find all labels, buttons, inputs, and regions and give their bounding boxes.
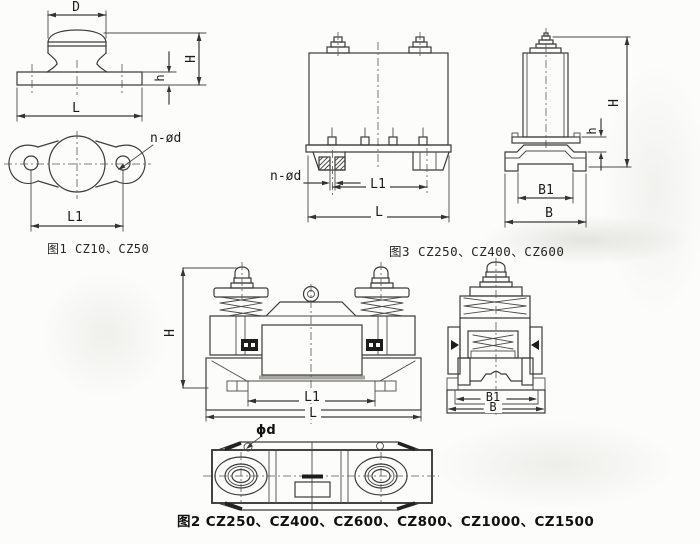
fig1-label-L1: L1	[67, 210, 83, 225]
fig2-label-H: H	[163, 329, 178, 337]
fig2-side-view: B1 B	[446, 258, 546, 416]
fig2-topview-centerlines	[203, 442, 439, 510]
fig3-column	[522, 47, 569, 138]
fig2-dim-B: B	[448, 400, 544, 414]
fig1-dim-L: L	[16, 87, 143, 122]
fig2-front-view: H L1 L	[163, 262, 422, 424]
fig3-dim-L1: L1	[331, 177, 428, 192]
fig1-top-view: n-ød L1	[4, 131, 181, 232]
fig1-dim-h: h	[153, 51, 172, 105]
fig3-dim-n-od: n-ød	[270, 169, 361, 186]
fig3-base-flange	[305, 144, 452, 153]
fig1-label-holes: n-ød	[150, 131, 181, 146]
fig3-caption: 图3 CZ250、CZ400、CZ600	[389, 244, 565, 259]
fig1-base-plate	[16, 32, 207, 86]
fig1-caption: 图1 CZ10、CZ50	[47, 242, 150, 256]
fig3-dim-h: h	[581, 118, 607, 171]
fig3-left-foot-section	[312, 151, 346, 191]
fig3-label-L1: L1	[370, 177, 386, 192]
fig1-mounting-holes	[23, 155, 131, 171]
fig1-side-view: D H h L	[16, 0, 207, 122]
fig2-label-L1: L1	[304, 390, 320, 405]
fig2-center-mass	[259, 324, 365, 380]
fig2-label-hole: ϕd	[256, 423, 276, 438]
fig2-dim-H: H	[163, 267, 237, 389]
fig2-left-spring-assembly	[213, 262, 269, 317]
fig1-dim-D: D	[47, 0, 107, 39]
fig1-label-L: L	[72, 101, 80, 116]
fig2-spring-housing	[459, 295, 531, 359]
fig2-dim-B1: B1	[456, 390, 537, 404]
fig3-dim-H: H	[552, 36, 632, 168]
fig2-caption: 图2 CZ250、CZ400、CZ600、CZ800、CZ1000、CZ1500	[177, 514, 595, 530]
fig3-label-L: L	[375, 205, 383, 220]
fig2-shadow-strip	[259, 375, 365, 380]
fig2-leader-phi-d: ϕd	[246, 423, 276, 449]
fig3-right-foot	[412, 151, 450, 171]
fig1-dim-H: H	[184, 32, 202, 86]
fig3-label-h: h	[585, 127, 599, 134]
fig3-dim-L: L	[307, 155, 450, 223]
fig2-side-wings	[447, 326, 543, 375]
fig3-top-bolts	[326, 32, 432, 58]
fig2-nameplate	[294, 481, 331, 498]
fig1-label-h: h	[153, 74, 167, 81]
fig1-dim-L1: L1	[30, 170, 124, 232]
fig1-top-centerlines	[4, 131, 151, 199]
fig3-hole-centerlines	[332, 148, 428, 196]
fig1-rubber-dome	[46, 29, 108, 73]
fig2-side-clamps	[241, 339, 383, 351]
fig3-front-view: n-ød L1 L	[270, 32, 452, 223]
fig2-dim-L1: L1	[247, 390, 376, 407]
fig3-label-H: H	[607, 99, 622, 107]
fig2-top-view: ϕd	[203, 423, 439, 511]
fig3-flange-studs	[327, 127, 428, 146]
fig3-side-base	[504, 144, 587, 172]
fig3-body-box	[308, 52, 449, 146]
fig1-leader-n-od: n-ød	[118, 131, 181, 170]
fig2-topview-outline	[211, 441, 433, 511]
fig2-dim-L: L	[205, 406, 422, 422]
fig2-right-spring-assembly	[354, 262, 410, 317]
fig1-centerlines	[31, 60, 123, 95]
fig3-dim-B1: B1	[517, 172, 574, 204]
fig3-side-view: H h B1	[504, 28, 632, 228]
fig2-label-B1: B1	[486, 390, 500, 404]
fig3-dim-B: B	[504, 173, 587, 228]
fig3-label-holes: n-ød	[270, 169, 301, 184]
fig3-side-flange	[511, 132, 581, 144]
fig2-label-L: L	[309, 406, 317, 421]
fig3-label-B1: B1	[538, 183, 554, 198]
fig1-label-H: H	[184, 55, 199, 63]
fig3-label-B: B	[545, 206, 553, 221]
fig2-label-B: B	[489, 400, 496, 414]
fig1-label-D: D	[72, 0, 80, 15]
